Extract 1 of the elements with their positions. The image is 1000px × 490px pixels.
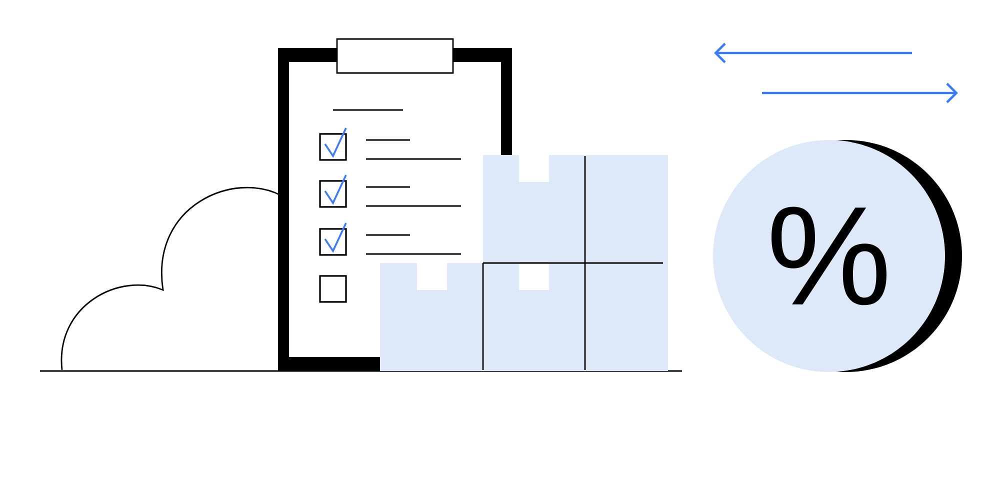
percent-coin: % [713,140,962,372]
